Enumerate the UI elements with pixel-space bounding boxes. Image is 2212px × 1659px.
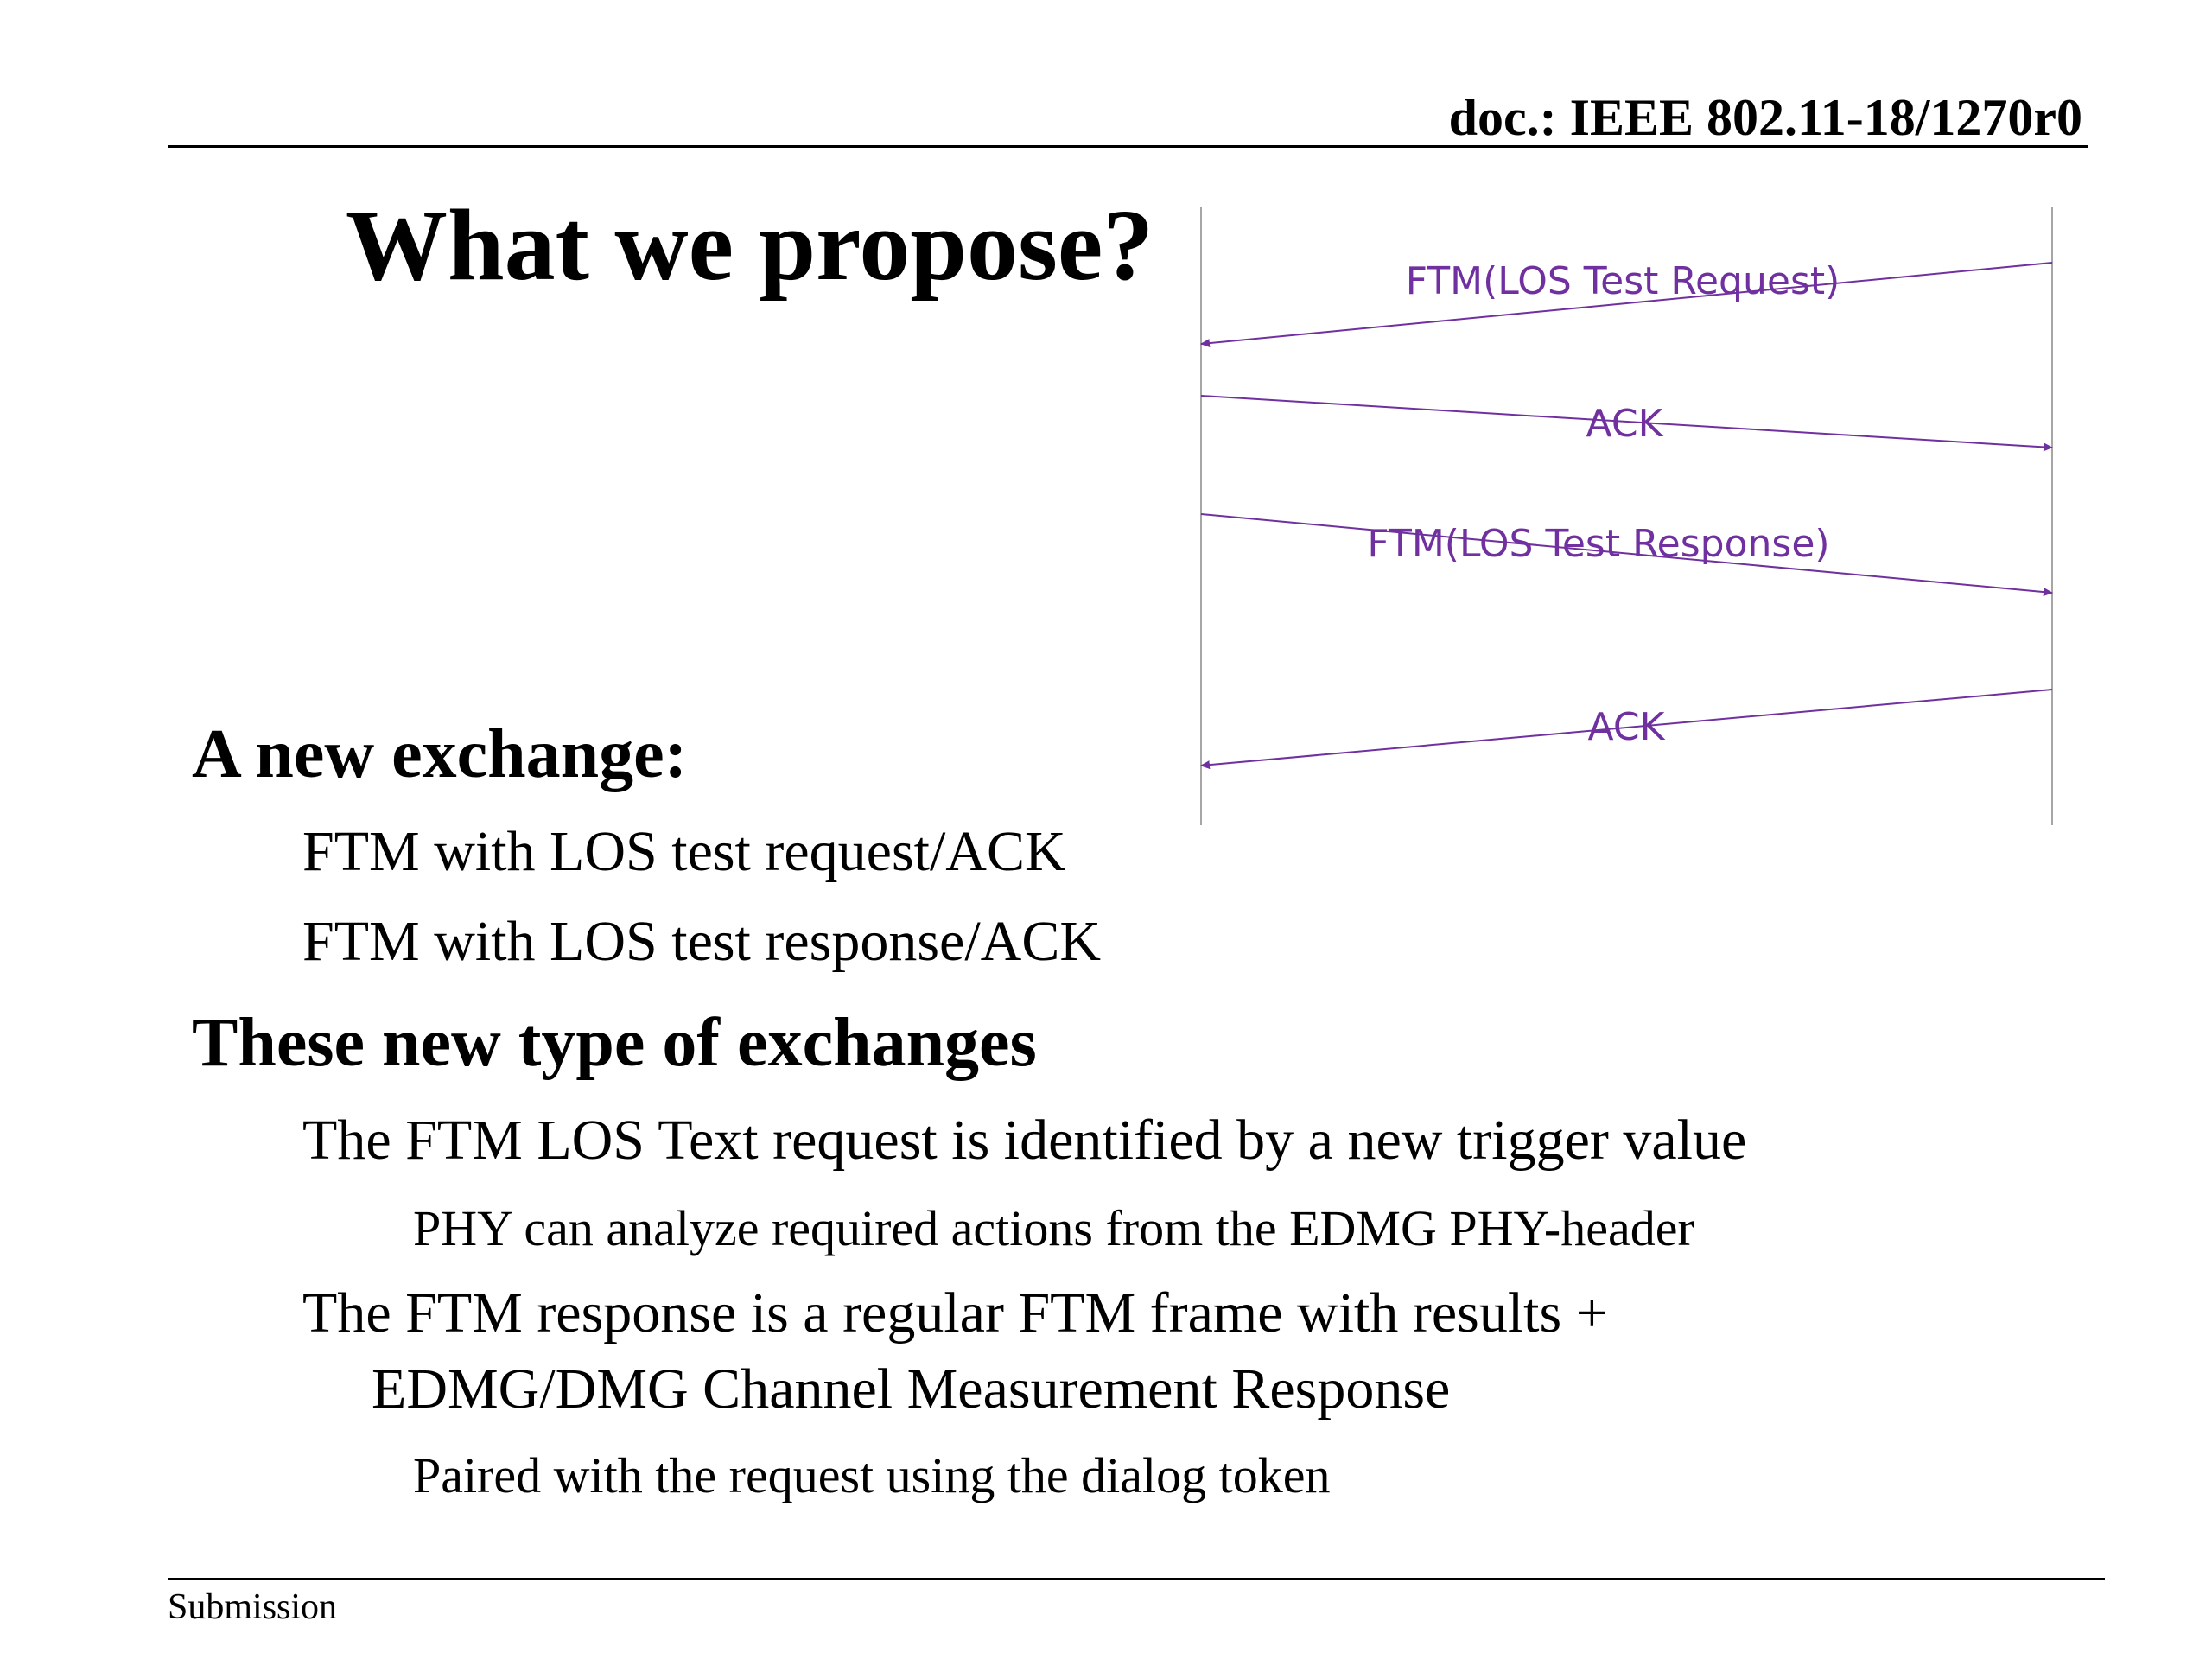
sequence-diagram: FTM(LOS Test Request) ACK FTM(LOS Test R… bbox=[1200, 207, 2053, 825]
message-arrow-los-test-request bbox=[1200, 262, 2053, 348]
message-label-ack-2: ACK bbox=[1588, 705, 1666, 749]
message-arrow-ack-2 bbox=[1200, 689, 2053, 770]
section-heading-new-exchange: A new exchange: bbox=[192, 716, 688, 792]
list-item: The FTM response is a regular FTM frame … bbox=[302, 1281, 1608, 1344]
list-item-continuation: EDMG/DMG Channel Measurement Response bbox=[372, 1357, 1451, 1421]
footer-rule bbox=[168, 1578, 2105, 1580]
document-id: doc.: IEEE 802.11-18/1270r0 bbox=[1448, 89, 2082, 146]
message-label-los-test-request: FTM(LOS Test Request) bbox=[1406, 259, 1840, 303]
message-label-ack-1: ACK bbox=[1586, 402, 1664, 446]
list-item: The FTM LOS Text request is identified b… bbox=[302, 1109, 1747, 1172]
header-rule bbox=[168, 145, 2088, 148]
section-heading-exchange-types: These new type of exchanges bbox=[192, 1005, 1037, 1081]
sub-list-item: PHY can analyze required actions from th… bbox=[413, 1200, 1694, 1256]
message-arrow-los-test-response bbox=[1200, 513, 2053, 597]
list-item: FTM with LOS test request/ACK bbox=[302, 820, 1066, 883]
footer-label: Submission bbox=[168, 1587, 338, 1627]
sub-list-item: Paired with the request using the dialog… bbox=[413, 1447, 1331, 1503]
message-label-los-test-response: FTM(LOS Test Response) bbox=[1367, 522, 1829, 566]
list-item: FTM with LOS test response/ACK bbox=[302, 910, 1101, 973]
slide-title: What we propose? bbox=[346, 188, 1154, 302]
message-arrow-ack-1 bbox=[1200, 395, 2053, 452]
